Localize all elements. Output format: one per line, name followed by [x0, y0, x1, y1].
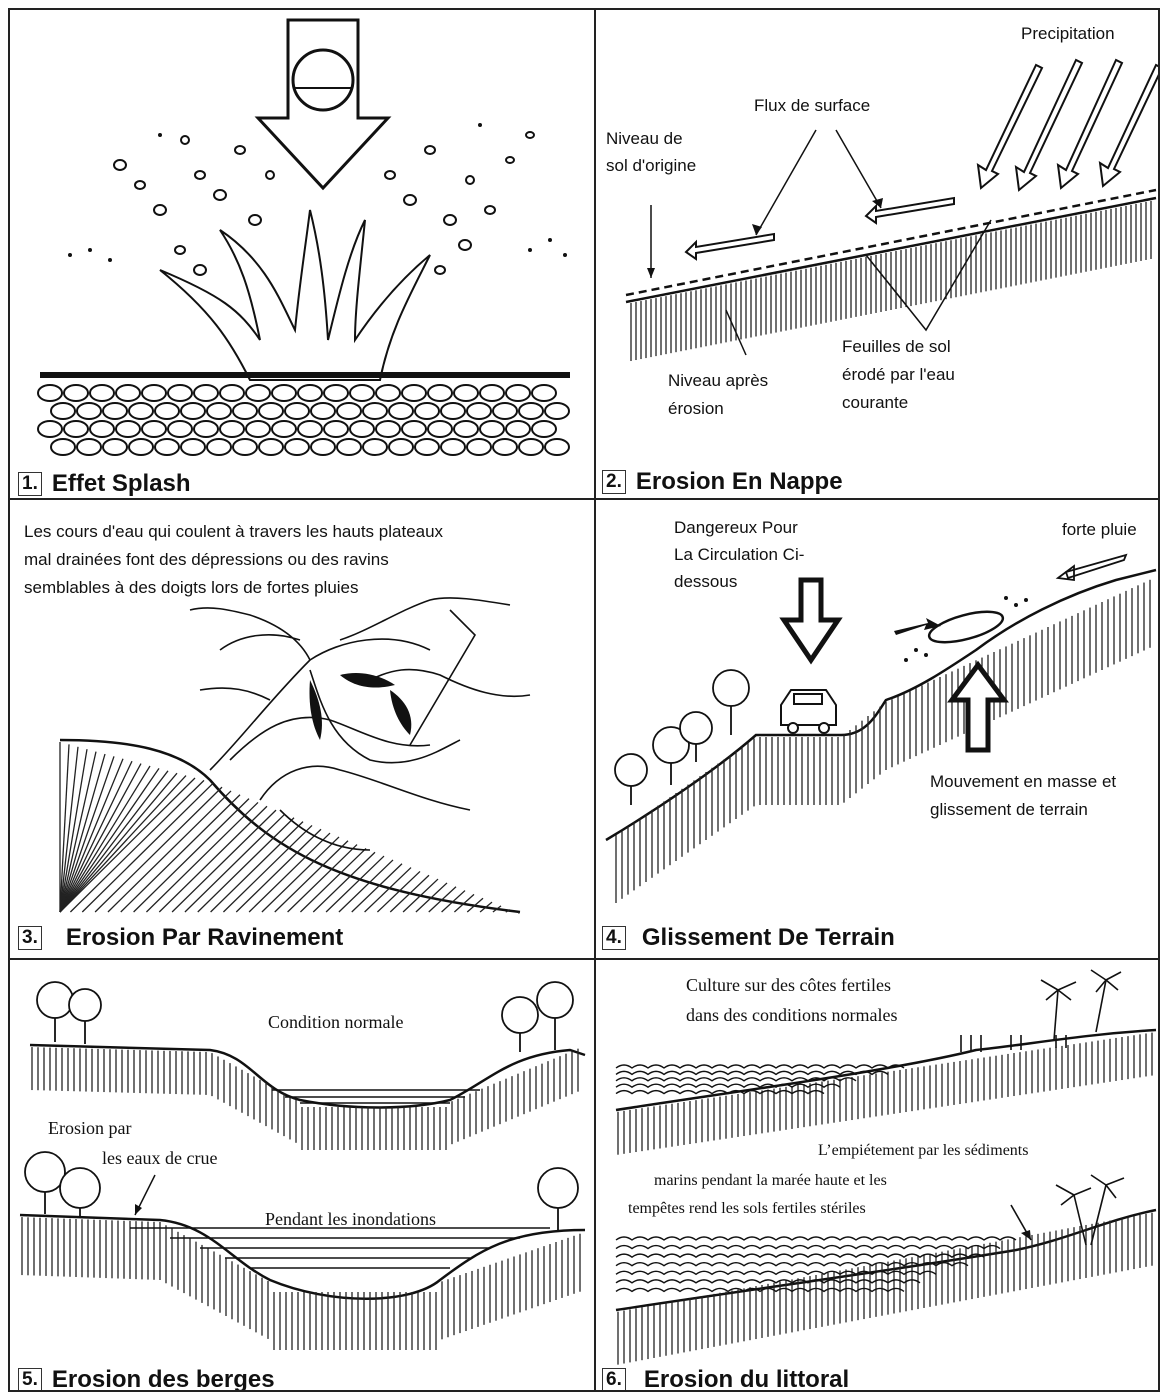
- label-during-floods: Pendant les inondations: [265, 1204, 436, 1234]
- panel-number: 6.: [602, 1368, 626, 1392]
- panel-caption: 3. Erosion Par Ravinement: [18, 924, 343, 952]
- panel-title: Erosion du littoral: [644, 1366, 849, 1392]
- label-original-level-1: Niveau de: [606, 125, 683, 153]
- label-culture-2: dans des conditions normales: [686, 1000, 897, 1030]
- panel-number: 1.: [18, 472, 42, 496]
- label-gully-desc-1: Les cours d'eau qui coulent à travers le…: [24, 518, 443, 546]
- car-icon: [781, 690, 836, 733]
- panel-number: 5.: [18, 1368, 42, 1392]
- panel-caption: 2. Erosion En Nappe: [602, 468, 843, 496]
- label-normal-condition: Condition normale: [268, 1007, 403, 1037]
- panel-caption: 4. Glissement De Terrain: [602, 924, 895, 952]
- panel-number: 2.: [602, 470, 626, 494]
- label-after-erosion-2: érosion: [668, 395, 724, 423]
- panel-coastal-erosion: Culture sur des côtes fertiles dans des …: [594, 958, 1160, 1392]
- label-sediment-3: tempêtes rend les sols fertiles stériles: [628, 1194, 866, 1224]
- label-gully-desc-2: mal drainées font des dépressions ou des…: [24, 546, 389, 574]
- label-sediment-1: L’empiétement par les sédiments: [818, 1136, 1028, 1166]
- label-mass-movement-1: Mouvement en masse et: [930, 768, 1116, 796]
- panel-splash-effect: 1. Effet Splash: [8, 8, 596, 500]
- label-precipitation: Precipitation: [1021, 20, 1115, 48]
- label-culture-1: Culture sur des côtes fertiles: [686, 970, 891, 1000]
- sheet-erosion-illustration: [596, 10, 1160, 500]
- splash-illustration: [10, 10, 596, 500]
- label-flood-erosion-1: Erosion par: [48, 1113, 131, 1143]
- label-danger-2: La Circulation Ci-: [674, 541, 804, 569]
- panel-title: Effet Splash: [52, 470, 191, 498]
- label-surface-flow: Flux de surface: [754, 92, 870, 120]
- label-mass-movement-2: glissement de terrain: [930, 796, 1088, 824]
- label-soil-sheets-2: érodé par l'eau: [842, 361, 955, 389]
- panel-landslide: Dangereux Pour La Circulation Ci- dessou…: [594, 498, 1160, 960]
- panel-gully-erosion: Les cours d'eau qui coulent à travers le…: [8, 498, 596, 960]
- panel-title: Erosion des berges: [52, 1366, 275, 1392]
- down-arrow-icon: [784, 580, 838, 660]
- label-after-erosion-1: Niveau après: [668, 367, 768, 395]
- label-original-level-2: sol d'origine: [606, 152, 696, 180]
- panel-title: Erosion En Nappe: [636, 468, 843, 496]
- panel-sheet-erosion: Precipitation Flux de surface Niveau de …: [594, 8, 1160, 500]
- panel-caption: 6. Erosion du littoral: [602, 1366, 849, 1392]
- panel-title: Erosion Par Ravinement: [66, 924, 343, 952]
- panel-caption: 1. Effet Splash: [18, 470, 191, 498]
- label-heavy-rain: forte pluie: [1062, 516, 1137, 544]
- panel-bank-erosion: Condition normale Erosion par les eaux d…: [8, 958, 596, 1392]
- panel-caption: 5. Erosion des berges: [18, 1366, 275, 1392]
- label-soil-sheets-3: courante: [842, 389, 908, 417]
- soil-pebbles: [38, 385, 569, 455]
- up-arrow-icon: [952, 665, 1004, 750]
- label-sediment-2: marins pendant la marée haute et les: [654, 1166, 887, 1196]
- panel-number: 3.: [18, 926, 42, 950]
- label-danger-1: Dangereux Pour: [674, 514, 798, 542]
- label-soil-sheets-1: Feuilles de sol: [842, 333, 951, 361]
- panel-number: 4.: [602, 926, 626, 950]
- label-gully-desc-3: semblables à des doigts lors de fortes p…: [24, 574, 359, 602]
- label-flood-erosion-2: les eaux de crue: [102, 1143, 217, 1173]
- panel-title: Glissement De Terrain: [642, 924, 895, 952]
- label-danger-3: dessous: [674, 568, 737, 596]
